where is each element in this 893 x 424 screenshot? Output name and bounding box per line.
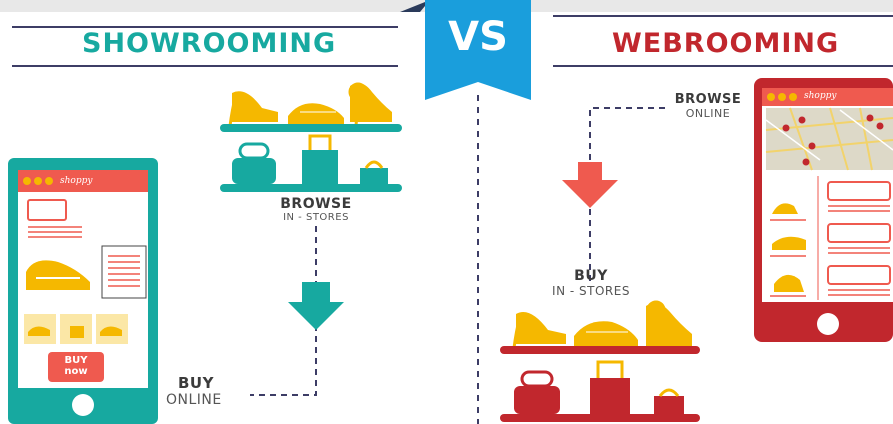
step-browse-in-stores: BROWSE IN - STORES xyxy=(226,196,406,223)
step-buy-light: ONLINE xyxy=(166,392,222,408)
buy-now-line1: BUY xyxy=(64,355,88,366)
buy-now-button[interactable]: BUY now xyxy=(48,355,104,377)
connector-right xyxy=(589,107,665,286)
webrooming-title: WEBROOMING xyxy=(612,28,840,59)
bag-shelf-left xyxy=(220,134,402,192)
phone-right xyxy=(754,78,893,342)
app-logo-right: shoppy xyxy=(804,91,837,101)
vs-ribbon xyxy=(425,0,531,100)
bag-shelf-right xyxy=(500,360,700,422)
step-buy-online: BUY ONLINE xyxy=(166,374,246,408)
step-buy-bold: BUY xyxy=(178,374,214,392)
step-browse-online-light: ONLINE xyxy=(685,107,731,120)
step-browse-online: BROWSE ONLINE xyxy=(666,92,750,120)
app-logo-left: shoppy xyxy=(60,176,93,186)
step-browse-bold: BROWSE xyxy=(280,196,352,212)
step-browse-online-bold: BROWSE xyxy=(674,92,742,107)
step-buy-in-stores-bold: BUY xyxy=(574,268,608,284)
arrow-down-left xyxy=(288,282,344,330)
arrow-down-right xyxy=(562,162,618,208)
ribbon-fold xyxy=(400,0,430,12)
tablet-left xyxy=(8,158,158,424)
shoe-shelf-left xyxy=(220,82,402,132)
buy-now-line2: now xyxy=(64,366,88,377)
showrooming-title: SHOWROOMING xyxy=(82,28,337,59)
step-buy-in-stores-light: IN - STORES xyxy=(552,284,630,298)
step-buy-in-stores: BUY IN - STORES xyxy=(536,268,646,298)
shoe-shelf-right xyxy=(500,300,700,354)
vs-label: VS xyxy=(448,14,508,60)
step-browse-light: IN - STORES xyxy=(283,212,349,223)
